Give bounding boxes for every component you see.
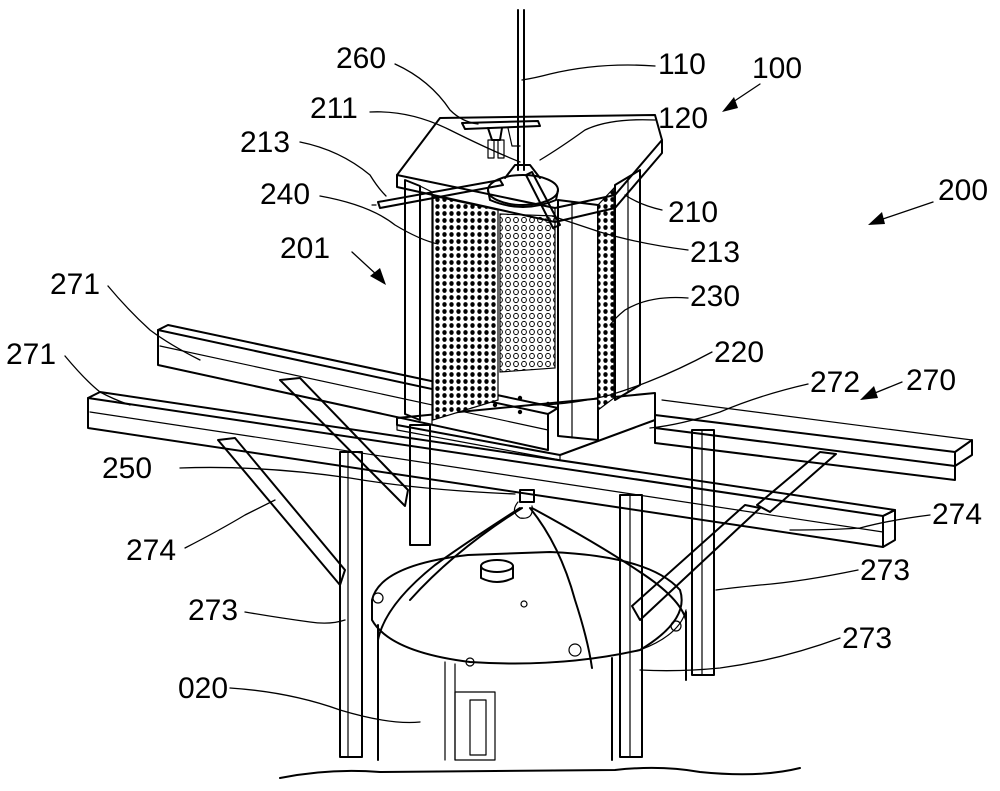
label-211: 211	[310, 92, 358, 125]
label-274-right: 274	[932, 498, 982, 531]
hoist-ropes-250	[377, 489, 687, 669]
label-213-right: 213	[690, 236, 740, 269]
label-230: 230	[690, 280, 740, 313]
label-220: 220	[714, 336, 764, 369]
label-200: 200	[938, 174, 988, 207]
label-210: 210	[668, 196, 718, 229]
label-274-left: 274	[126, 534, 176, 567]
reference-labels: 100 110 120 260 211 213 240 201 210 200 …	[6, 42, 988, 705]
label-201: 201	[280, 232, 330, 265]
label-100: 100	[752, 52, 802, 85]
label-213-left: 213	[240, 126, 290, 159]
label-120: 120	[658, 102, 708, 135]
label-273-right-bottom: 273	[842, 622, 892, 655]
ground-line	[279, 766, 801, 779]
label-273-left: 273	[188, 594, 238, 627]
label-270: 270	[906, 364, 956, 397]
label-271-front: 271	[6, 338, 56, 371]
label-271-rear: 271	[50, 268, 100, 301]
leader-lines	[64, 63, 934, 724]
label-240: 240	[260, 178, 310, 211]
support-frame-270	[87, 324, 973, 758]
label-250: 250	[102, 452, 152, 485]
tank-020	[371, 551, 687, 761]
label-260: 260	[336, 42, 386, 75]
label-020: 020	[178, 672, 228, 705]
label-110: 110	[658, 48, 706, 81]
label-272: 272	[810, 366, 860, 399]
label-273-right-top: 273	[860, 554, 910, 587]
